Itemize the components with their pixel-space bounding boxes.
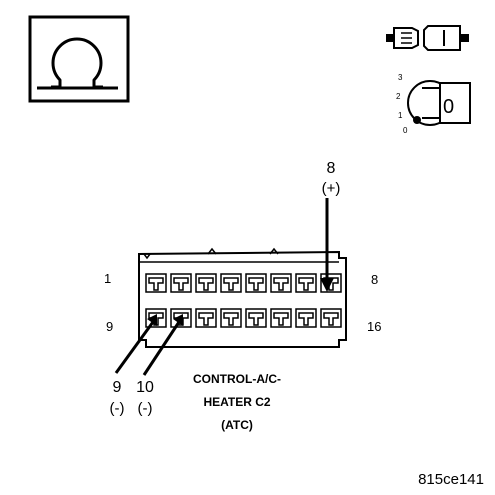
disconnected-connector-icon <box>386 25 469 51</box>
terminal-cavity-11 <box>195 308 217 328</box>
connector-name-line1: CONTROL-A/C- <box>193 372 281 386</box>
probe-neg-pin-9: 9 <box>113 379 122 396</box>
terminal-cavity-7 <box>295 273 317 293</box>
terminal-cavity-1 <box>145 273 167 293</box>
probe-neg-polarity-10: (-) <box>138 400 153 417</box>
ignition-pos-0: 0 <box>403 126 408 135</box>
terminal-cavity-15 <box>295 308 317 328</box>
terminal-cavity-2 <box>170 273 192 293</box>
probe-positive-lead <box>320 198 334 292</box>
terminal-cavity-14 <box>270 308 292 328</box>
probe-negative-lead-9 <box>114 314 157 374</box>
probe-negative-lead-10 <box>142 314 183 376</box>
terminal-cavity-3 <box>195 273 217 293</box>
terminal-cavity-6 <box>270 273 292 293</box>
probe-positive-pin: 8 <box>327 160 336 177</box>
terminal-cavity-4 <box>220 273 242 293</box>
probe-neg-polarity-9: (-) <box>110 400 125 417</box>
terminal-cavity-16 <box>320 308 342 328</box>
ohmmeter-icon <box>28 15 130 103</box>
pin-label-1: 1 <box>104 271 111 286</box>
terminal-cavity-5 <box>245 273 267 293</box>
ignition-pos-2: 2 <box>396 92 401 101</box>
connector-terminals <box>145 273 342 328</box>
ignition-pos-3: 3 <box>398 73 403 82</box>
connector-name-line2: HEATER C2 <box>203 395 270 409</box>
ignition-key-icon: 3 2 1 0 0 <box>396 73 471 135</box>
figure-id: 815ce141 <box>418 471 484 488</box>
terminal-cavity-12 <box>220 308 242 328</box>
connector-name-line3: (ATC) <box>221 418 253 432</box>
pin-label-8: 8 <box>371 272 378 287</box>
ignition-pos-1: 1 <box>398 111 403 120</box>
probe-positive-polarity: (+) <box>322 180 341 197</box>
ignition-key-label: 0 <box>443 96 454 118</box>
pin-label-16: 16 <box>367 319 381 334</box>
probe-neg-pin-10: 10 <box>136 379 154 396</box>
connector-body <box>138 247 347 348</box>
terminal-cavity-13 <box>245 308 267 328</box>
pin-label-9: 9 <box>106 319 113 334</box>
